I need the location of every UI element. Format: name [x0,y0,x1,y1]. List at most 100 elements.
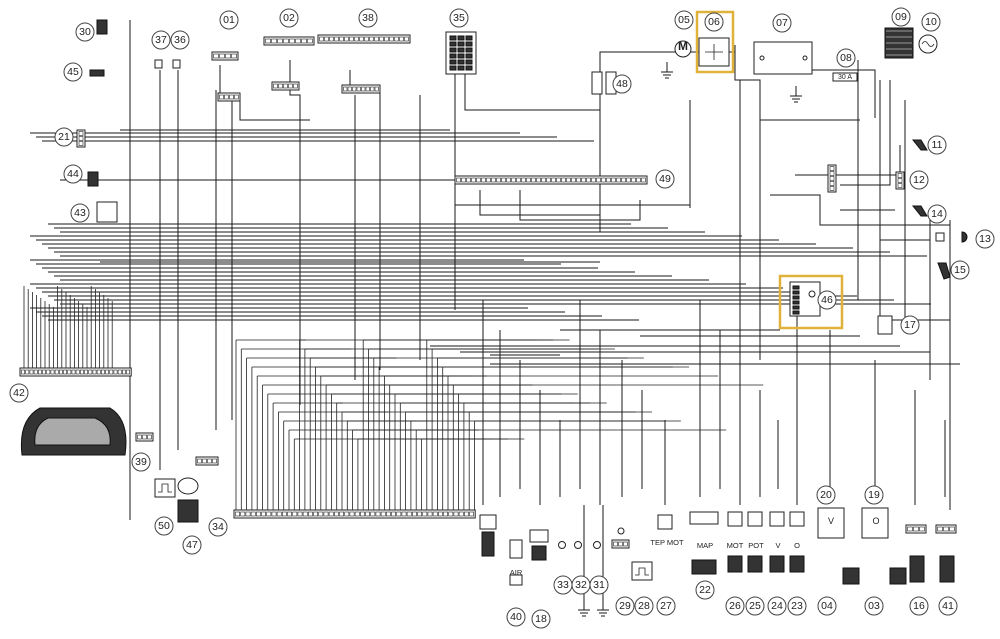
sensor-41 [939,555,955,583]
pulse-symbol [158,483,172,493]
callout-13: 13 [975,229,995,249]
callout-number: 15 [954,264,966,276]
connector-pin [641,177,646,183]
switch-11 [911,139,928,151]
junction-connector [827,164,837,193]
connector-pin [546,177,551,183]
connector-pin [255,511,261,517]
callout-circle [279,8,299,28]
callout-number: 28 [638,600,650,612]
callout-01: 01 [219,10,239,30]
callout-number: 49 [659,173,671,185]
connector-pin [207,458,212,464]
ecu-connector-49-body [454,175,648,185]
callout-29: 29 [615,596,635,616]
module-pin [792,305,800,310]
motor-icon [674,40,692,58]
callout-number: 30 [79,26,91,38]
connector-pin [829,171,835,176]
coil-04 [817,507,845,539]
o-label: O [794,541,800,550]
callout-08: 08 [836,48,856,68]
connector-pin [339,36,344,42]
connector-pin [318,511,324,517]
top-wire [464,51,735,111]
callout-circle [449,8,469,28]
sensor-36 [172,59,181,69]
callout-36: 36 [170,30,190,50]
connector-pin [571,177,576,183]
connector-pin [58,369,63,375]
callout-circle [950,260,970,280]
callout-22: 22 [695,580,715,600]
connector-pin [449,35,457,41]
connector-pin [829,181,835,186]
connector-pin [313,511,318,517]
callout-number: 38 [362,12,374,24]
callout-number: 24 [771,600,783,612]
callout-circle [864,596,884,616]
connector-pin [281,511,287,517]
connector-pin [147,434,152,440]
connector-pin [449,41,457,47]
right-wire [770,194,951,275]
relay-17 [877,315,893,335]
connector-pin [80,369,84,375]
callout-25: 25 [745,596,765,616]
connector-42 [19,367,132,377]
connector-pin [225,53,231,59]
callout-circle [531,609,551,629]
sensor-air-40 [509,539,523,559]
pot-label: POT [748,541,764,550]
callout-38: 38 [358,8,378,28]
connector-pin [422,511,428,517]
connector-pin [406,511,412,517]
pulse-symbol [635,567,649,576]
callout-number: 42 [13,387,25,399]
connector-34 [233,509,476,519]
connector-pin [92,369,97,375]
sensor-27 [657,514,673,530]
connector-pin [897,178,903,183]
connector-pin [551,177,556,183]
connector-pin [287,511,292,517]
component-labels: M 30 A AIR TEP MOT MAP MOT POT V O V O [510,39,880,577]
callout-17: 17 [900,315,920,335]
connector-pin [344,511,350,517]
callout-number: 06 [708,16,720,28]
connector-pin [33,369,38,375]
connector-pin [394,36,399,42]
callout-circle [909,596,929,616]
connector-pin [302,511,308,517]
coil-03 [861,507,889,539]
module-pin [792,285,800,290]
connector-13 [935,232,945,242]
callout-50: 50 [154,516,174,536]
callout-number: 40 [510,611,522,623]
callout-circle [154,516,174,536]
connector-pin [364,36,369,42]
connector-25 [747,511,763,527]
connector-pin [75,369,80,375]
connector-pin [271,38,277,44]
connector-39 [135,432,154,442]
relay-symbol [705,44,723,60]
connector-pin [319,36,324,42]
connector-pin [370,511,376,517]
connector-pin [352,86,357,92]
connector-pin [556,177,561,183]
callout-number: 29 [619,600,631,612]
connector-pin [329,36,334,42]
connector-pin [37,369,42,375]
connector-pin [117,369,122,375]
callout-circle [745,596,765,616]
sensor-33 [558,541,566,549]
connector-pin [937,526,943,532]
connector-38-lower-body [341,84,381,94]
callout-03: 03 [864,596,884,616]
callout-number: 03 [868,600,880,612]
callout-number: 10 [925,16,937,28]
connector-pin [137,434,142,440]
connector-pin [521,177,526,183]
connector-pin [361,86,366,92]
